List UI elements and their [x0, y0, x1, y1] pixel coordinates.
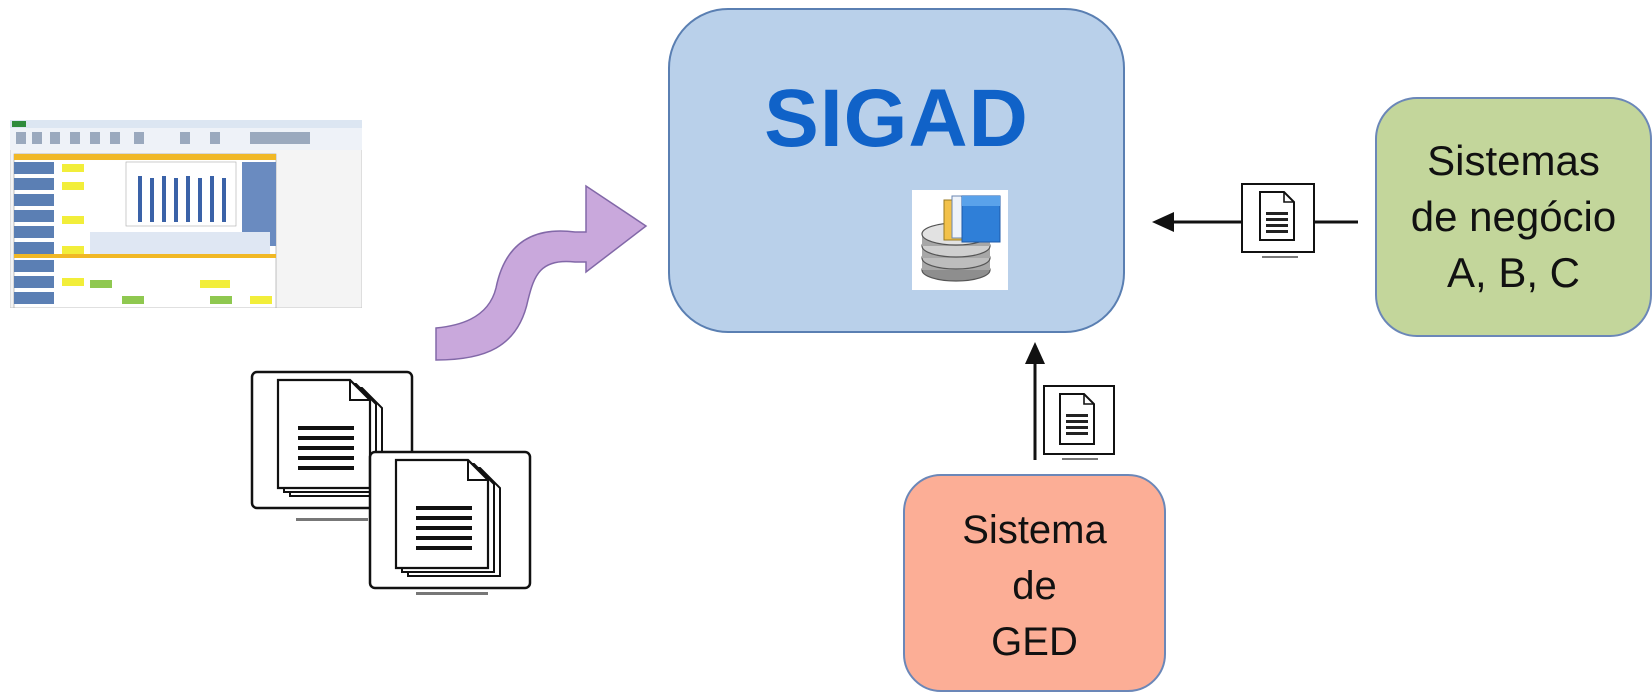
business-systems-box: Sistemas de negócio A, B, C: [1375, 97, 1652, 337]
curved-arrow: [435, 184, 648, 361]
ged-system-line3: GED: [991, 620, 1078, 664]
ged-to-sigad-arrow: [1025, 342, 1115, 460]
sigad-box: SIGAD: [668, 8, 1125, 333]
ged-system-line2: de: [1012, 564, 1057, 608]
business-systems-line2: de negócio: [1410, 193, 1617, 240]
spreadsheet-thumbnail: [10, 120, 362, 308]
ged-system-box: Sistema de GED: [903, 474, 1166, 692]
database-icon: [912, 190, 1008, 290]
business-systems-line1: Sistemas: [1427, 137, 1600, 184]
sigad-title: SIGAD: [764, 73, 1029, 164]
business-systems-line3: A, B, C: [1446, 249, 1581, 296]
ged-system-line1: Sistema: [962, 508, 1107, 552]
document-stack-icon: [250, 370, 532, 595]
business-to-sigad-arrow: [1152, 183, 1358, 258]
